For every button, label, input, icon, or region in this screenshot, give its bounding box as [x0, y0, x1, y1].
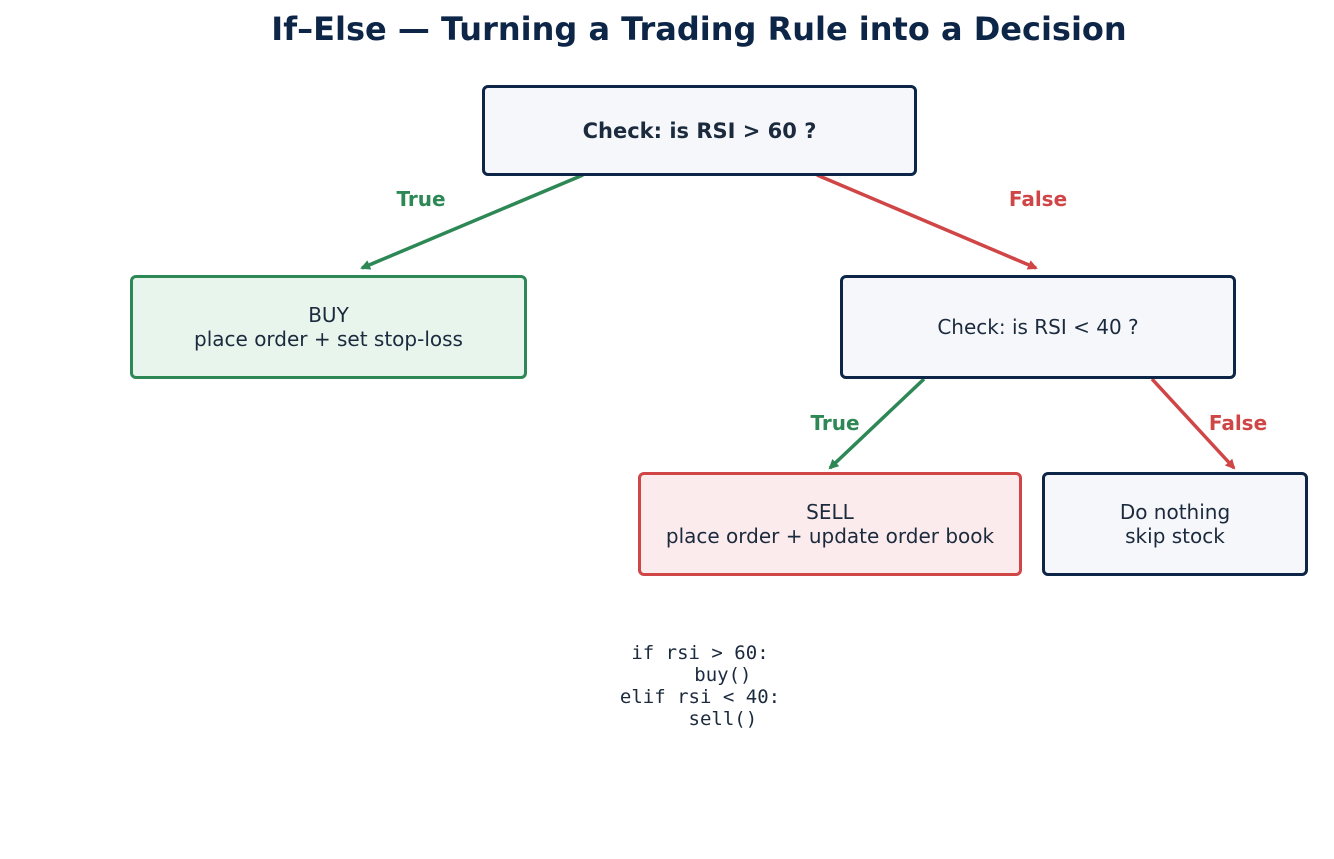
- edge-label-top-true: True: [396, 187, 446, 211]
- code-line: buy(): [648, 664, 752, 686]
- edge-top-true: [360, 173, 584, 270]
- edge-label-second-false: False: [1208, 411, 1268, 435]
- node-check-rsi-40-text: Check: is RSI < 40 ?: [937, 315, 1139, 339]
- node-buy-detail: place order + set stop-loss: [194, 327, 463, 351]
- code-line: if rsi > 60:: [631, 642, 769, 664]
- node-buy-title: BUY: [308, 303, 349, 327]
- node-do-nothing: Do nothing skip stock: [1042, 472, 1308, 576]
- diagram-title: If–Else — Turning a Trading Rule into a …: [271, 10, 1127, 48]
- edge-second-true: [828, 377, 926, 470]
- node-do-nothing-detail: skip stock: [1125, 524, 1225, 548]
- code-line: elif rsi < 40:: [619, 686, 781, 708]
- edge-top-false: [816, 173, 1038, 270]
- node-check-rsi-60-text: Check: is RSI > 60 ?: [582, 118, 817, 143]
- node-sell: SELL place order + update order book: [638, 472, 1022, 576]
- edge-label-second-true: True: [810, 411, 860, 435]
- node-do-nothing-title: Do nothing: [1119, 500, 1231, 524]
- code-line: sell(): [642, 708, 758, 730]
- edge-label-top-false: False: [1008, 187, 1068, 211]
- node-check-rsi-40: Check: is RSI < 40 ?: [840, 275, 1236, 379]
- code-snippet: if rsi > 60: buy() elif rsi < 40: sell(): [580, 642, 820, 730]
- node-sell-title: SELL: [806, 500, 854, 524]
- node-buy: BUY place order + set stop-loss: [130, 275, 527, 379]
- node-sell-detail: place order + update order book: [665, 524, 995, 548]
- node-check-rsi-60: Check: is RSI > 60 ?: [482, 85, 917, 176]
- edge-second-false: [1150, 377, 1236, 470]
